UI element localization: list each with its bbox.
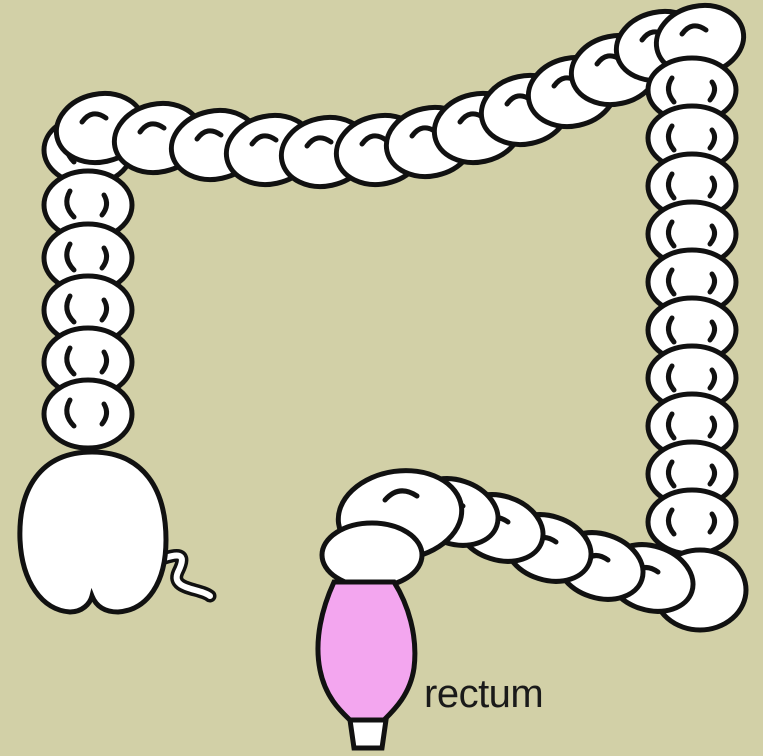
cecum-pouch (20, 452, 166, 612)
anal-canal (350, 720, 386, 748)
rectum-label: rectum (424, 672, 543, 717)
rectum-body (318, 582, 415, 722)
colon-segment (648, 490, 736, 554)
ascending-colon (44, 116, 132, 448)
colon-segment (44, 380, 132, 448)
colon-segment (322, 523, 422, 587)
